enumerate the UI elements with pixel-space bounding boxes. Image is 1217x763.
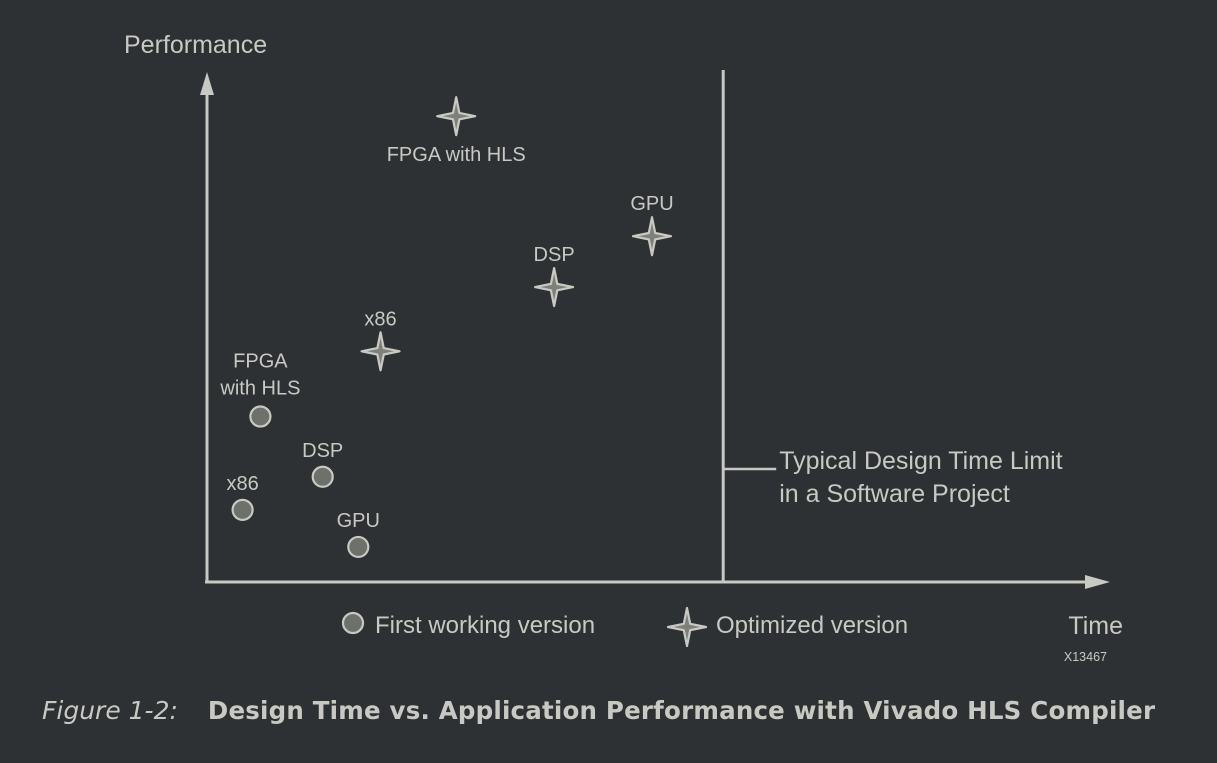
point-label: with HLS — [219, 378, 300, 400]
point-label: x86 — [364, 308, 396, 330]
point-label: x86 — [226, 473, 258, 495]
point-label: DSP — [302, 440, 343, 462]
x-axis-arrow-icon — [1085, 575, 1110, 589]
annotation-text-line: in a Software Project — [779, 480, 1010, 508]
optimized-point — [631, 216, 673, 257]
first-working-point — [249, 405, 272, 428]
point-label: GPU — [630, 193, 673, 215]
figure-caption: Figure 1-2: Design Time vs. Application P… — [42, 696, 1155, 725]
first-working-point — [231, 498, 254, 521]
first-working-point — [347, 535, 370, 559]
legend-optimized-label: Optimized version — [716, 612, 908, 639]
point-label: FPGA — [233, 351, 288, 373]
figure-id: X13467 — [1064, 650, 1107, 664]
optimized-point — [360, 331, 401, 372]
point-label: DSP — [534, 244, 575, 266]
x-axis-label: Time — [1068, 612, 1123, 640]
caption-prefix: Figure 1-2: — [42, 696, 178, 725]
y-axis-label: Performance — [124, 31, 267, 59]
legend-first-working-label: First working version — [375, 612, 595, 639]
optimized-point — [534, 266, 575, 308]
legend-star-marker-icon — [666, 606, 708, 648]
first-working-point — [311, 465, 334, 488]
point-label: GPU — [337, 510, 380, 532]
annotation-text-line: Typical Design Time Limit — [779, 447, 1062, 475]
legend-circle-marker-icon — [341, 611, 365, 635]
point-label: FPGA with HLS — [387, 144, 526, 166]
y-axis-arrow-icon — [200, 72, 214, 95]
caption-title: Design Time vs. Application Performance … — [207, 696, 1156, 725]
optimized-point — [436, 96, 477, 137]
